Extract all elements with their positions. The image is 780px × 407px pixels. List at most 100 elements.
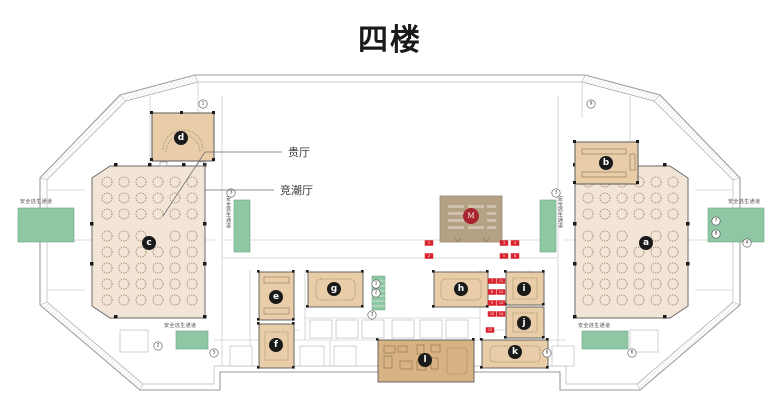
numbered-marker-3[interactable]: 5 — [209, 348, 219, 358]
callout-0: 贵厅 — [205, 146, 310, 159]
red-marker-14[interactable]: 15 — [485, 327, 495, 333]
red-marker-label-9: 10 — [490, 312, 494, 316]
room-badge-d[interactable]: d — [174, 131, 188, 145]
stair-flight-right — [426, 276, 439, 310]
callout-leader-d — [162, 151, 206, 217]
callout-label-0: 贵厅 — [288, 146, 310, 159]
numbered-marker-13[interactable]: 1 — [371, 279, 381, 289]
numbered-marker-label-10: 6 — [631, 350, 634, 356]
room-badge-label-i: i — [522, 284, 525, 294]
room-badge-label-h: h — [458, 284, 464, 294]
stair-flight-center — [404, 276, 417, 310]
red-marker-label-4: 5 — [503, 254, 505, 258]
room-badge-f[interactable]: f — [269, 338, 283, 352]
room-badge-g[interactable]: g — [327, 282, 341, 296]
numbered-marker-4[interactable]: 9 — [586, 99, 596, 109]
red-marker-3[interactable]: 4 — [510, 240, 520, 246]
callout-label-1: 竞潮厅 — [280, 183, 313, 197]
numbered-marker-label-11: 3 — [371, 312, 374, 318]
red-marker-2[interactable]: 3 — [499, 240, 509, 246]
hall-a-tables — [582, 176, 679, 306]
red-marker-label-12: 13 — [499, 301, 503, 305]
red-marker-label-13: 14 — [499, 312, 503, 316]
numbered-marker-0[interactable]: 1 — [198, 99, 208, 109]
hall-c-tables — [101, 176, 198, 306]
red-marker-9[interactable]: 10 — [487, 311, 497, 317]
exit-label-group: 安全逃生通道安全逃生通道安全逃生通道安全逃生通道安全逃生通道安全逃生通道 — [20, 195, 760, 329]
callout-1: 竞潮厅 — [205, 183, 313, 197]
red-marker-label-1: 2 — [428, 254, 430, 258]
red-marker-4[interactable]: 5 — [499, 253, 509, 259]
red-marker-1[interactable]: 2 — [424, 253, 434, 259]
numbered-marker-label-0: 1 — [202, 101, 205, 107]
room-badge-a[interactable]: a — [639, 236, 653, 250]
hall-a[interactable] — [573, 163, 690, 319]
room-j[interactable] — [504, 306, 545, 339]
numbered-marker-6[interactable]: 7 — [711, 216, 721, 226]
room-badge-label-j: j — [521, 318, 525, 328]
numbered-marker-11[interactable]: 3 — [367, 310, 377, 320]
room-g[interactable] — [306, 270, 364, 308]
numbered-marker-label-12: 2 — [375, 290, 378, 296]
room-badge-i[interactable]: i — [517, 282, 531, 296]
red-marker-6[interactable]: 7 — [487, 278, 497, 284]
numbered-marker-12[interactable]: 2 — [371, 288, 381, 298]
room-badge-e[interactable]: e — [269, 290, 283, 304]
red-marker-10[interactable]: 11 — [496, 278, 506, 284]
numbered-marker-9[interactable]: 6 — [542, 348, 552, 358]
building-envelope — [39, 74, 741, 391]
room-badge-k[interactable]: k — [508, 345, 522, 359]
red-marker-0[interactable]: 1 — [424, 240, 434, 246]
numbered-marker-2[interactable]: 2 — [153, 341, 163, 351]
room-badge-l[interactable]: l — [418, 353, 432, 367]
red-marker-11[interactable]: 12 — [496, 289, 506, 295]
central-plaque[interactable]: M — [439, 195, 503, 243]
numbered-marker-label-1: 3 — [230, 190, 233, 196]
numbered-marker-10[interactable]: 6 — [627, 348, 637, 358]
red-marker-5[interactable]: 6 — [510, 253, 520, 259]
exit-label-5: 安全逃生通道 — [728, 198, 760, 205]
red-marker-8[interactable]: 9 — [487, 300, 497, 306]
room-badge-label-d: d — [178, 133, 184, 143]
numbered-marker-label-4: 9 — [590, 101, 593, 107]
red-marker-12[interactable]: 13 — [496, 300, 506, 306]
numbered-marker-label-8: 4 — [746, 240, 749, 246]
red-marker-13[interactable]: 14 — [496, 311, 506, 317]
plaque-logo-text: M — [467, 212, 474, 220]
red-marker-label-14: 15 — [488, 328, 492, 332]
room-badge-label-g: g — [331, 284, 337, 294]
room-badge-group: a b c d e f g h i j k l — [142, 131, 653, 367]
numbered-marker-label-2: 2 — [157, 343, 160, 349]
numbered-marker-label-7: 8 — [715, 231, 718, 237]
plaque-logo-badge — [463, 208, 479, 224]
numbered-marker-label-13: 1 — [375, 281, 378, 287]
numbered-marker-label-6: 7 — [715, 218, 718, 224]
numbered-marker-5[interactable]: 3 — [551, 188, 561, 198]
room-badge-j[interactable]: j — [517, 316, 531, 330]
numbered-marker-7[interactable]: 8 — [711, 229, 721, 239]
red-marker-label-3: 4 — [514, 241, 516, 245]
numbered-marker-8[interactable]: 4 — [742, 238, 752, 248]
exit-label-1: 安全逃生通道 — [225, 195, 231, 229]
room-badge-label-e: e — [273, 292, 279, 302]
red-marker-label-6: 7 — [491, 279, 493, 283]
room-badge-b[interactable]: b — [599, 156, 613, 170]
room-badge-label-f: f — [274, 340, 278, 350]
page-title: 四楼 — [358, 23, 422, 58]
room-badge-label-c: c — [146, 238, 151, 248]
room-badge-c[interactable]: c — [142, 236, 156, 250]
red-marker-label-7: 8 — [491, 290, 493, 294]
red-marker-label-5: 6 — [514, 254, 516, 258]
exit-label-3: 安全逃生通道 — [557, 195, 563, 229]
numbered-marker-1[interactable]: 3 — [226, 188, 236, 198]
room-badge-label-a: a — [643, 238, 649, 248]
red-marker-label-11: 12 — [499, 290, 503, 294]
numbered-marker-label-9: 6 — [546, 350, 549, 356]
red-marker-label-0: 1 — [428, 241, 430, 245]
room-badge-label-k: k — [512, 347, 519, 357]
room-badge-h[interactable]: h — [454, 282, 468, 296]
red-marker-7[interactable]: 8 — [487, 289, 497, 295]
